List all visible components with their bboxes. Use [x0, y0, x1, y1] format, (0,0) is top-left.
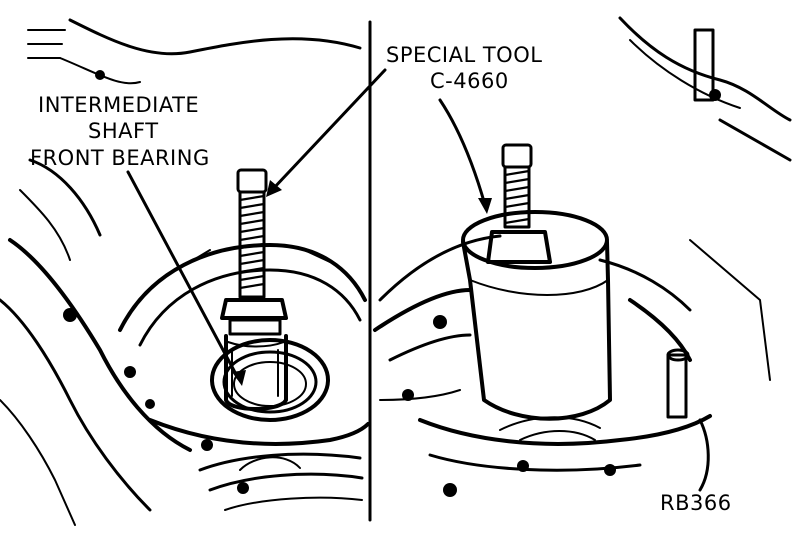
right-panel-housing: [373, 16, 792, 497]
label-tool-line2: C-4660: [430, 69, 509, 93]
label-part-line2: SHAFT: [88, 119, 159, 143]
label-part-line1: INTERMEDIATE: [38, 93, 199, 117]
label-figure-code: RB366: [660, 491, 732, 515]
arrow-head-left-tool: [266, 180, 282, 197]
right-installer-tool: [461, 28, 715, 421]
label-tool-line1: SPECIAL TOOL: [386, 43, 542, 67]
arrow-head-right-tool: [478, 198, 492, 214]
left-puller-tool: [220, 168, 288, 411]
left-panel-housing: [0, 18, 370, 526]
label-part-line3: FRONT BEARING: [30, 146, 210, 170]
arrow-head-bearing: [232, 370, 246, 386]
leader-lines: [126, 68, 492, 386]
